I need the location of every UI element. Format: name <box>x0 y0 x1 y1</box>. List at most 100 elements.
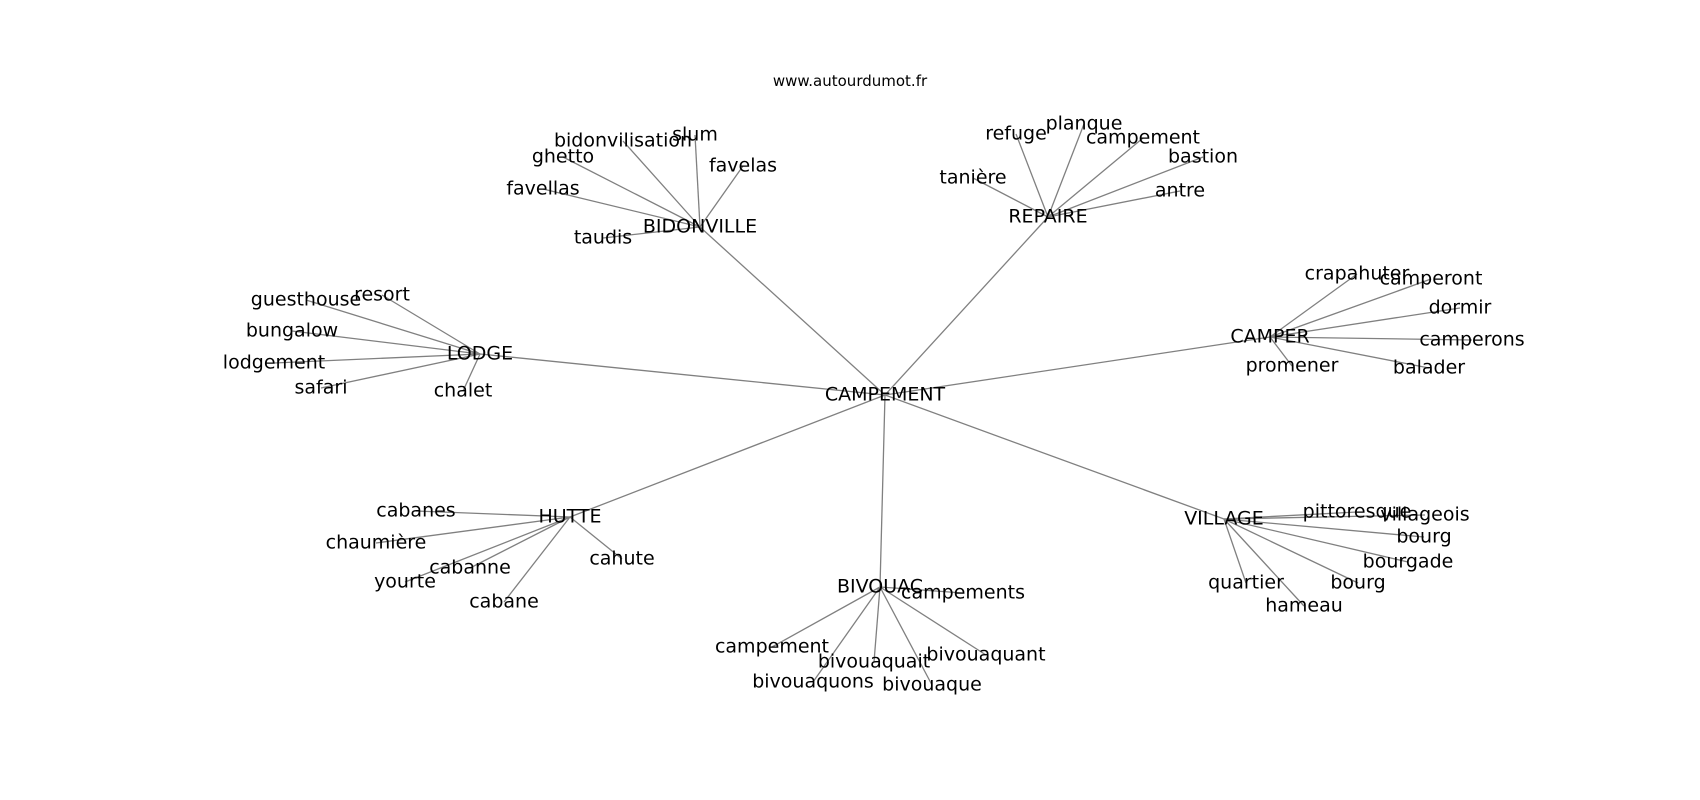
leaf-node-label: resort <box>354 284 410 306</box>
leaf-node-label: bourg <box>1330 572 1385 594</box>
edge-cluster-to-leaf <box>972 177 1049 218</box>
cluster-node-label: CAMPER <box>1230 326 1309 348</box>
leaf-node-label: favellas <box>506 178 579 200</box>
edge-cluster-to-leaf <box>375 516 571 544</box>
edge-center-to-cluster <box>699 226 886 396</box>
leaf-node-label: bivouaquant <box>926 644 1045 666</box>
leaf-node-label: tanière <box>939 167 1006 189</box>
leaf-node-label: favelas <box>709 155 777 177</box>
edge-cluster-to-leaf <box>1223 514 1426 520</box>
leaf-node-label: yourte <box>374 571 436 593</box>
edge-cluster-to-leaf <box>812 586 881 683</box>
leaf-node-label: pittoresque <box>1303 501 1412 523</box>
edge-cluster-to-leaf <box>542 188 701 228</box>
edge-cluster-to-leaf <box>462 353 481 392</box>
leaf-node-label: bourgade <box>1363 551 1454 573</box>
edge-cluster-to-leaf <box>1269 336 1473 341</box>
edge-cluster-to-leaf <box>1223 518 1305 607</box>
leaf-node-label: chalet <box>434 380 493 402</box>
edge-cluster-to-leaf <box>879 586 987 656</box>
leaf-node-label: taudis <box>574 227 632 249</box>
leaf-node-label: camperont <box>1380 268 1483 290</box>
leaf-node-label: antre <box>1155 180 1205 202</box>
edge-cluster-to-leaf <box>1047 156 1204 218</box>
edge-cluster-to-leaf <box>1269 278 1432 338</box>
center-node-label: CAMPEMENT <box>825 384 946 406</box>
edge-cluster-to-leaf <box>381 294 481 355</box>
edge-cluster-to-leaf <box>602 226 701 239</box>
edge-center-to-cluster <box>879 394 886 588</box>
edge-cluster-to-leaf <box>1223 518 1359 584</box>
edge-cluster-to-leaf <box>694 134 701 228</box>
edge-cluster-to-leaf <box>404 516 571 583</box>
edge-cluster-to-leaf <box>873 586 881 663</box>
leaf-node-label: campement <box>715 636 829 658</box>
leaf-node-label: campements <box>901 582 1025 604</box>
edge-cluster-to-leaf <box>291 330 481 355</box>
leaf-node-label: safari <box>295 377 348 399</box>
cluster-node-label: BIDONVILLE <box>643 216 757 238</box>
edge-center-to-cluster <box>884 394 1225 520</box>
leaf-node-label: slum <box>672 124 718 146</box>
leaf-node-label: camperons <box>1419 329 1524 351</box>
leaf-node-label: bidonvilisation <box>554 130 692 152</box>
edge-cluster-to-leaf <box>569 516 623 560</box>
leaf-node-label: cabane <box>469 591 539 613</box>
cluster-node-label: HUTTE <box>538 506 601 528</box>
edge-cluster-to-leaf <box>1223 518 1409 563</box>
edge-center-to-cluster <box>884 336 1271 396</box>
edge-center-to-cluster <box>569 394 886 518</box>
leaf-node-label: cahute <box>589 548 654 570</box>
leaf-node-label: lodgement <box>223 352 325 374</box>
leaf-node-label: planque <box>1046 113 1123 135</box>
cluster-node-label: LODGE <box>447 343 513 365</box>
cluster-node-label: REPAIRE <box>1008 206 1087 228</box>
leaf-node-label: cabanne <box>429 557 511 579</box>
edge-cluster-to-leaf <box>1269 336 1293 367</box>
edge-center-to-cluster <box>884 216 1049 396</box>
leaf-node-label: campement <box>1086 127 1200 149</box>
leaf-node-label: guesthouse <box>251 289 361 311</box>
edge-cluster-to-leaf <box>1015 133 1049 218</box>
leaf-node-label: balader <box>1393 357 1465 379</box>
leaf-node-label: refuge <box>985 123 1047 145</box>
edge-cluster-to-leaf <box>1223 518 1247 584</box>
edge-cluster-to-leaf <box>622 140 701 228</box>
edge-cluster-to-leaf <box>1047 137 1144 218</box>
edge-cluster-to-leaf <box>771 586 881 648</box>
edge-cluster-to-leaf <box>320 353 481 389</box>
leaf-node-label: quartier <box>1208 572 1284 594</box>
leaf-node-label: bastion <box>1168 146 1238 168</box>
cluster-node-label: BIVOUAC <box>837 576 923 598</box>
edge-cluster-to-leaf <box>273 353 481 364</box>
edge-cluster-to-leaf <box>1269 273 1358 338</box>
cluster-node-label: VILLAGE <box>1184 508 1264 530</box>
leaf-node-label: bungalow <box>246 320 338 342</box>
leaf-node-label: dormir <box>1429 297 1492 319</box>
edge-cluster-to-leaf <box>305 299 481 355</box>
leaf-node-label: hameau <box>1265 595 1343 617</box>
leaf-node-label: bivouaquons <box>752 671 874 693</box>
leaf-node-label: crapahuter <box>1305 263 1410 285</box>
leaf-node-label: bourg <box>1396 526 1451 548</box>
edge-cluster-to-leaf <box>1223 518 1425 538</box>
edge-cluster-to-leaf <box>1269 307 1461 338</box>
leaf-node-label: bivouaque <box>882 674 982 696</box>
edge-cluster-to-leaf <box>879 586 964 594</box>
edge-cluster-to-leaf <box>699 165 744 228</box>
leaf-node-label: chaumière <box>326 532 427 554</box>
edge-cluster-to-leaf <box>1047 123 1085 218</box>
edge-center-to-cluster <box>479 353 886 396</box>
edge-cluster-to-leaf <box>1223 511 1358 520</box>
edge-cluster-to-leaf <box>503 516 571 603</box>
leaf-node-label: villageois <box>1380 504 1469 526</box>
edge-cluster-to-leaf <box>879 586 933 686</box>
source-watermark: www.autourdumot.fr <box>772 72 928 90</box>
edge-cluster-to-leaf <box>415 510 571 518</box>
edge-cluster-to-leaf <box>1269 336 1430 369</box>
leaf-node-label: cabanes <box>376 500 455 522</box>
edge-cluster-to-leaf <box>562 156 701 228</box>
leaf-node-label: ghetto <box>532 146 594 168</box>
leaf-node-label: bivouaquait <box>818 651 930 673</box>
